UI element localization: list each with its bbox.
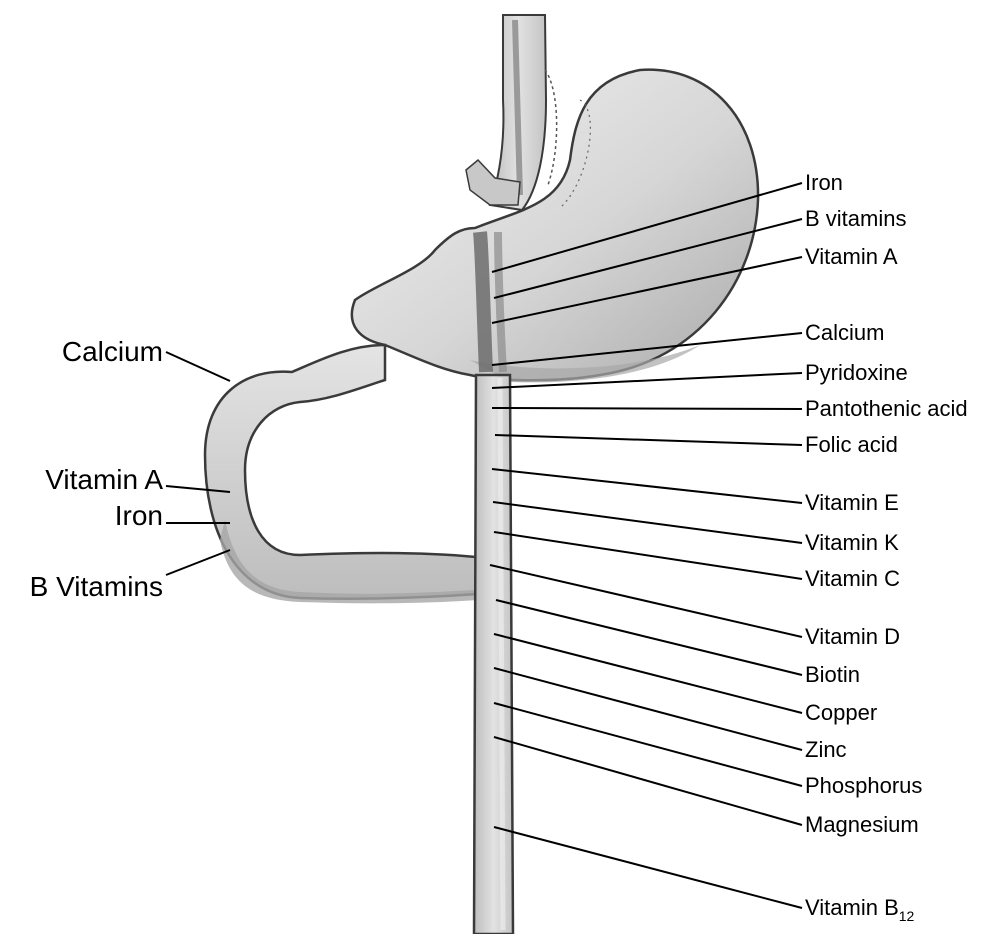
label-text: Vitamin K — [805, 530, 899, 555]
label-phosphorus: Phosphorus — [805, 775, 922, 797]
label-text: Biotin — [805, 662, 860, 687]
label-text: Vitamin D — [805, 624, 900, 649]
label-subscript: 12 — [899, 908, 915, 924]
leader-line-left-calcium — [166, 352, 230, 381]
leader-line-right-pantothenic-acid — [492, 408, 802, 409]
label-text: Folic acid — [805, 432, 898, 457]
label-pantothenic-acid: Pantothenic acid — [805, 398, 968, 420]
leader-line-right-folic-acid — [495, 435, 802, 445]
label-text: Pantothenic acid — [805, 396, 968, 421]
label-text: Calcium — [62, 336, 163, 367]
label-vitamin-c: Vitamin C — [805, 568, 900, 590]
label-biotin: Biotin — [805, 664, 860, 686]
label-vitamin-a: Vitamin A — [805, 246, 898, 268]
small-intestine — [474, 375, 513, 934]
leader-line-right-vitamin-c — [494, 532, 802, 579]
leader-line-left-b-vitamins — [166, 550, 230, 575]
label-text: Zinc — [805, 737, 847, 762]
label-text: Vitamin C — [805, 566, 900, 591]
leader-line-right-zinc — [494, 668, 802, 750]
label-folic-acid: Folic acid — [805, 434, 898, 456]
label-zinc: Zinc — [805, 739, 847, 761]
leader-line-right-magnesium — [494, 737, 802, 825]
label-text: Phosphorus — [805, 773, 922, 798]
left-label-vitamin-a: Vitamin A — [45, 466, 163, 494]
label-b-vitamins: B vitamins — [805, 208, 906, 230]
esophagus — [466, 15, 557, 210]
leader-line-right-vitamin-b12 — [494, 827, 802, 908]
label-copper: Copper — [805, 702, 877, 724]
label-text: Vitamin A — [45, 464, 163, 495]
duodenum — [205, 345, 492, 603]
leader-line-right-copper — [494, 634, 802, 713]
label-text: Vitamin B — [805, 895, 899, 920]
label-calcium: Calcium — [805, 322, 884, 344]
label-iron: Iron — [805, 172, 843, 194]
label-text: Vitamin E — [805, 490, 899, 515]
label-vitamin-k: Vitamin K — [805, 532, 899, 554]
leader-line-right-vitamin-k — [493, 502, 802, 543]
label-pyridoxine: Pyridoxine — [805, 362, 908, 384]
label-text: Vitamin A — [805, 244, 898, 269]
label-text: Iron — [115, 500, 163, 531]
left-label-b-vitamins: B Vitamins — [30, 573, 163, 601]
leader-line-right-phosphorus — [494, 703, 802, 786]
label-vitamin-d: Vitamin D — [805, 626, 900, 648]
label-text: B vitamins — [805, 206, 906, 231]
label-text: Pyridoxine — [805, 360, 908, 385]
stomach — [352, 70, 758, 383]
left-label-calcium: Calcium — [62, 338, 163, 366]
leader-line-right-biotin — [496, 600, 802, 675]
label-vitamin-e: Vitamin E — [805, 492, 899, 514]
label-text: Magnesium — [805, 812, 919, 837]
label-text: B Vitamins — [30, 571, 163, 602]
left-label-iron: Iron — [115, 502, 163, 530]
leader-line-right-vitamin-d — [490, 565, 802, 637]
leader-line-right-vitamin-e — [492, 469, 802, 503]
label-text: Iron — [805, 170, 843, 195]
label-text: Calcium — [805, 320, 884, 345]
label-text: Copper — [805, 700, 877, 725]
label-vitamin-b12: Vitamin B12 — [805, 897, 914, 919]
label-magnesium: Magnesium — [805, 814, 919, 836]
